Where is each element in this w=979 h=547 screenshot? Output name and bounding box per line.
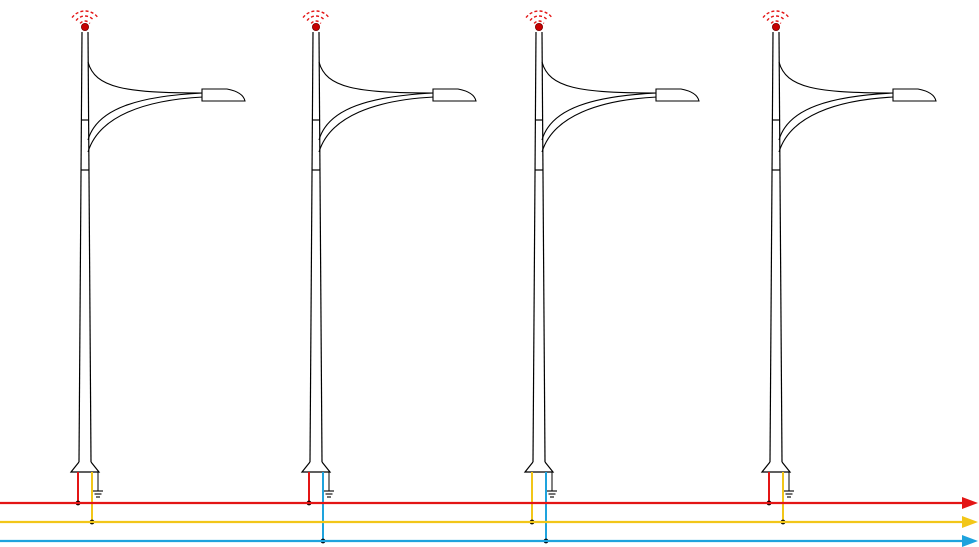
ground-symbol-icon bbox=[547, 472, 557, 498]
lamp-head-icon bbox=[655, 88, 700, 102]
poles-group bbox=[69, 10, 937, 544]
lamp-arm-lower bbox=[541, 92, 658, 141]
pole-base bbox=[69, 461, 101, 473]
lamp-head-icon bbox=[892, 88, 937, 102]
lamp-arm-upper bbox=[541, 61, 658, 94]
signal-wave-icon bbox=[533, 20, 545, 24]
signal-wave-icon bbox=[79, 20, 91, 24]
signal-wave-icon bbox=[770, 20, 782, 24]
pole-shaft-left bbox=[769, 31, 774, 463]
ground-symbol-icon bbox=[324, 472, 334, 498]
pole-base bbox=[300, 461, 332, 473]
street-light-pole-3 bbox=[523, 10, 700, 544]
pole-shaft-right bbox=[778, 31, 783, 463]
beacon-light-icon bbox=[81, 22, 90, 31]
street-light-pole-4 bbox=[760, 10, 937, 525]
arrow-icon bbox=[962, 535, 978, 547]
signal-wave-icon bbox=[529, 15, 549, 21]
lamp-arm-lower-inner bbox=[87, 96, 204, 153]
signal-wave-icon bbox=[306, 15, 326, 21]
pole-base bbox=[523, 461, 555, 473]
signal-wave-icon bbox=[525, 10, 553, 19]
beacon-light-icon bbox=[772, 22, 781, 31]
ground-symbol-icon bbox=[93, 472, 103, 498]
lamp-arm-upper bbox=[778, 61, 895, 94]
lamp-head-icon bbox=[201, 88, 246, 102]
street-light-pole-2 bbox=[300, 10, 477, 544]
pole-shaft-left bbox=[78, 31, 83, 463]
lamp-arm-upper bbox=[87, 61, 204, 94]
signal-wave-icon bbox=[762, 10, 790, 19]
signal-wave-icon bbox=[71, 10, 99, 19]
arrow-icon bbox=[962, 516, 978, 528]
lamp-arm-lower bbox=[87, 92, 204, 141]
pole-shaft-right bbox=[87, 31, 92, 463]
beacon-light-icon bbox=[535, 22, 544, 31]
lamp-arm-lower-inner bbox=[778, 96, 895, 153]
beacon-light-icon bbox=[311, 22, 320, 31]
pole-base bbox=[760, 461, 792, 473]
ground-symbol-icon bbox=[784, 472, 794, 498]
signal-wave-icon bbox=[302, 10, 330, 19]
signal-wave-icon bbox=[310, 20, 322, 24]
lamp-arm-lower bbox=[778, 92, 895, 141]
signal-wave-icon bbox=[766, 15, 786, 21]
signal-wave-icon bbox=[75, 15, 95, 21]
street-light-pole-1 bbox=[69, 10, 246, 525]
pole-shaft-left bbox=[532, 31, 537, 463]
feeder-wires-group bbox=[0, 497, 978, 547]
lamp-arm-lower bbox=[318, 92, 435, 141]
pole-shaft-right bbox=[541, 31, 546, 463]
arrow-icon bbox=[962, 497, 978, 509]
lamp-arm-lower-inner bbox=[541, 96, 658, 153]
lamp-arm-upper bbox=[318, 61, 435, 94]
pole-shaft-left bbox=[309, 31, 314, 463]
pole-shaft-right bbox=[318, 31, 323, 463]
lamp-head-icon bbox=[432, 88, 477, 102]
lamp-arm-lower-inner bbox=[318, 96, 435, 153]
